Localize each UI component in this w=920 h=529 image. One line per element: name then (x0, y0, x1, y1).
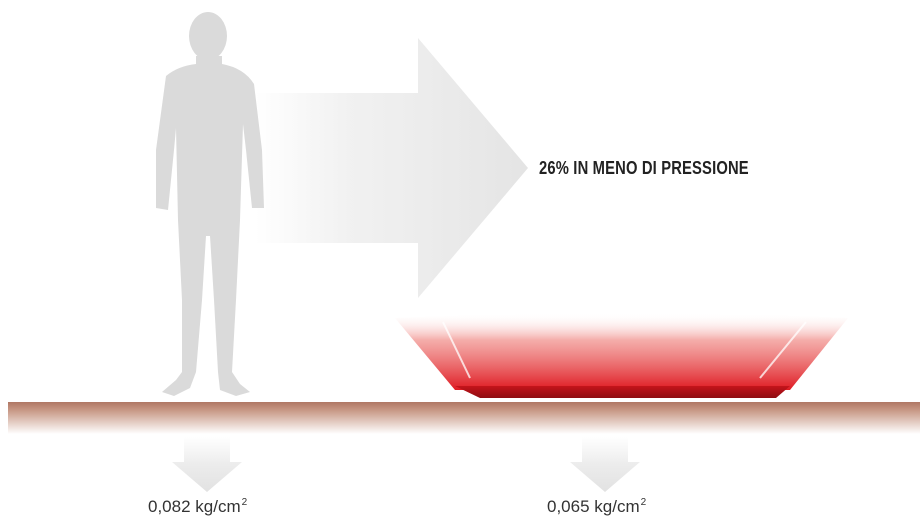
unit-exponent: 2 (241, 497, 248, 508)
pressure-value-text: 0,082 kg/cm (148, 497, 241, 516)
mattress-illustration (395, 313, 848, 398)
pressure-value-mattress: 0,065 kg/cm2 (547, 497, 646, 517)
floor-surface (8, 402, 920, 434)
pressure-value-text: 0,065 kg/cm (547, 497, 640, 516)
pressure-arrow-down-left (172, 437, 242, 492)
pressure-value-person: 0,082 kg/cm2 (148, 497, 247, 517)
unit-exponent: 2 (640, 497, 647, 508)
pressure-reduction-headline: 26% IN MENO DI PRESSIONE (539, 158, 749, 178)
person-silhouette-icon (156, 12, 264, 396)
pressure-arrow-down-right (570, 437, 640, 492)
pressure-arrow-right (255, 38, 528, 298)
